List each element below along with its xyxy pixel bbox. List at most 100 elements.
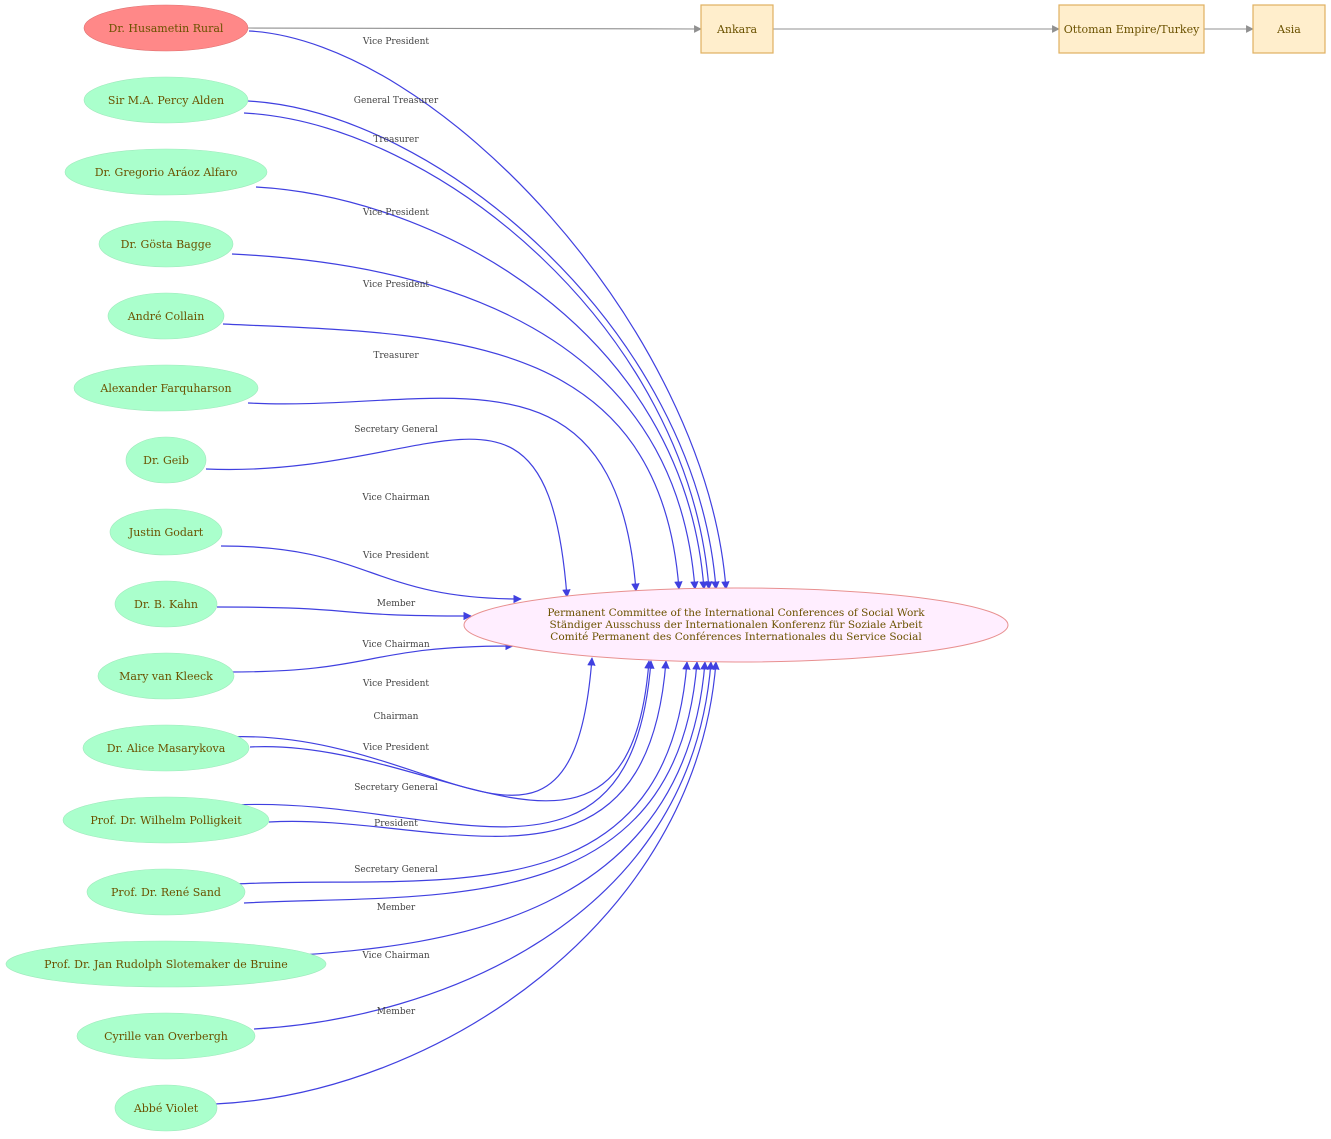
person-node-dr-b-kahn[interactable]: Dr. B. Kahn [114, 580, 218, 628]
person-name: Dr. Gösta Bagge [121, 238, 212, 251]
place-box[interactable] [1058, 4, 1205, 54]
edge-prof-dr-rene-sand-secretary-general [243, 661, 701, 904]
person-ellipse[interactable] [82, 724, 250, 772]
person-node-dr-geib[interactable]: Dr. Geib [125, 436, 207, 484]
person-node-sir-m-a-percy-alden[interactable]: Sir M.A. Percy Alden [83, 76, 249, 124]
edge-dr-b-kahn-member [216, 606, 472, 621]
edge-justin-godart-vice-president [220, 545, 522, 604]
edge-dr-geib-vice-chairman [205, 438, 571, 598]
person-ellipse[interactable] [97, 652, 235, 700]
edge-label-treasurer: Treasurer [373, 135, 419, 145]
person-node-andre-collain[interactable]: André Collain [107, 292, 225, 340]
edge-dr-husametin-rural-vice-president [248, 30, 730, 590]
hub-ellipse[interactable] [463, 587, 1009, 663]
person-ellipse[interactable] [76, 1012, 256, 1060]
edge-label-vice-president: Vice President [362, 679, 430, 689]
edge-prof-dr-jan-rudolph-slotemaker-de-bruine-member [301, 661, 709, 956]
person-ellipse[interactable] [109, 508, 223, 556]
place-node-asia[interactable]: Asia [1252, 4, 1326, 54]
edge-person-to-ankara [247, 25, 702, 33]
person-ellipse[interactable] [114, 1084, 218, 1132]
person-name: Dr. Gregorio Aráoz Alfaro [95, 166, 238, 179]
edge-label-vice-chairman: Vice Chairman [361, 493, 430, 503]
edge-label-member: Member [377, 1007, 416, 1017]
edge-mary-van-kleeck-vice-chairman [228, 641, 514, 673]
person-node-dr-husametin-rural[interactable]: Dr. Husametin Rural [83, 4, 249, 52]
edge-dr-gosta-bagge-vice-president [231, 253, 699, 590]
edge-label-secretary-general: Secretary General [354, 425, 438, 435]
place-label: Ankara [716, 23, 758, 36]
place-node-ankara[interactable]: Ankara [700, 4, 774, 54]
person-node-prof-dr-rene-sand[interactable]: Prof. Dr. René Sand [86, 868, 246, 916]
edge-sir-m-a-percy-alden-treasurer [243, 112, 713, 590]
person-node-dr-alice-masarykova[interactable]: Dr. Alice Masarykova [82, 724, 250, 772]
person-ellipse[interactable] [5, 940, 327, 988]
hub-title-line: Comité Permanent des Conférences Interna… [550, 631, 922, 643]
person-name: Dr. B. Kahn [134, 598, 198, 611]
edge-andre-collain-treasurer [222, 323, 683, 590]
person-ellipse[interactable] [73, 364, 259, 412]
person-node-dr-gosta-bagge[interactable]: Dr. Gösta Bagge [98, 220, 234, 268]
person-node-alexander-farquharson[interactable]: Alexander Farquharson [73, 364, 259, 412]
person-node-justin-godart[interactable]: Justin Godart [109, 508, 223, 556]
person-name: André Collain [127, 310, 205, 323]
edge-label-vice-chairman: Vice Chairman [361, 951, 430, 961]
edge-label-vice-chairman: Vice Chairman [361, 640, 430, 650]
edge-label-vice-president: Vice President [362, 551, 430, 561]
person-node-prof-dr-wilhelm-polligkeit[interactable]: Prof. Dr. Wilhelm Polligkeit [62, 796, 270, 844]
hub-title-line: Ständiger Ausschuss der Internationalen … [549, 619, 923, 631]
edge-label-president: President [374, 819, 418, 829]
person-ellipse[interactable] [83, 4, 249, 52]
edge-label-member: Member [377, 599, 416, 609]
person-name: Dr. Husametin Rural [109, 22, 224, 35]
person-name: Mary van Kleeck [119, 670, 213, 683]
person-name: Sir M.A. Percy Alden [108, 94, 224, 107]
person-ellipse[interactable] [125, 436, 207, 484]
edge-label-treasurer: Treasurer [373, 351, 419, 361]
edge-label-member: Member [377, 903, 416, 913]
place-label: Asia [1276, 23, 1301, 36]
edge-label-secretary-general: Secretary General [354, 783, 438, 793]
person-name: Justin Godart [128, 526, 204, 539]
person-ellipse[interactable] [98, 220, 234, 268]
edge-prof-dr-wilhelm-polligkeit-secretary-general [268, 660, 670, 837]
edge-dr-alice-masarykova-chairman [249, 660, 653, 802]
person-node-cyrille-van-overbergh[interactable]: Cyrille van Overbergh [76, 1012, 256, 1060]
person-node-prof-dr-jan-rudolph-slotemaker-de-bruine[interactable]: Prof. Dr. Jan Rudolph Slotemaker de Brui… [5, 940, 327, 988]
person-name: Dr. Geib [143, 454, 189, 467]
person-ellipse[interactable] [83, 76, 249, 124]
edge-prof-dr-wilhelm-polligkeit-vice-president [234, 660, 655, 828]
person-name: Alexander Farquharson [99, 382, 231, 395]
edge-label-vice-president: Vice President [362, 208, 430, 218]
edge-cyrille-van-overbergh-vice-chairman [253, 661, 715, 1030]
edge-label-vice-president: Vice President [362, 743, 430, 753]
person-ellipse[interactable] [62, 796, 270, 844]
person-node-mary-van-kleeck[interactable]: Mary van Kleeck [97, 652, 235, 700]
person-ellipse[interactable] [114, 580, 218, 628]
person-name: Dr. Alice Masarykova [107, 742, 226, 755]
person-ellipse[interactable] [64, 148, 268, 196]
edge-dr-gregorio-araoz-alfaro-vice-president [255, 186, 708, 590]
person-ellipse[interactable] [107, 292, 225, 340]
place-box[interactable] [1252, 4, 1326, 54]
edge-label-secretary-general: Secretary General [354, 865, 438, 875]
place-node-ottoman-empire-turkey[interactable]: Ottoman Empire/Turkey [1058, 4, 1205, 54]
person-name: Cyrille van Overbergh [104, 1030, 228, 1043]
person-name: Prof. Dr. René Sand [111, 886, 221, 899]
committee-hub-node[interactable]: Permanent Committee of the International… [463, 587, 1009, 663]
edge-label-vice-president: Vice President [362, 37, 430, 47]
edge-sir-m-a-percy-alden-general-treasurer [247, 100, 720, 590]
person-name: Prof. Dr. Wilhelm Polligkeit [90, 814, 242, 827]
edge-prof-dr-rene-sand-president [235, 661, 691, 885]
hub-title-line: Permanent Committee of the International… [547, 607, 925, 619]
person-node-abbe-violet[interactable]: Abbé Violet [114, 1084, 218, 1132]
person-name: Prof. Dr. Jan Rudolph Slotemaker de Brui… [44, 958, 288, 971]
place-box[interactable] [700, 4, 774, 54]
person-name: Abbé Violet [133, 1102, 199, 1115]
person-ellipse[interactable] [86, 868, 246, 916]
person-node-dr-gregorio-araoz-alfaro[interactable]: Dr. Gregorio Aráoz Alfaro [64, 148, 268, 196]
